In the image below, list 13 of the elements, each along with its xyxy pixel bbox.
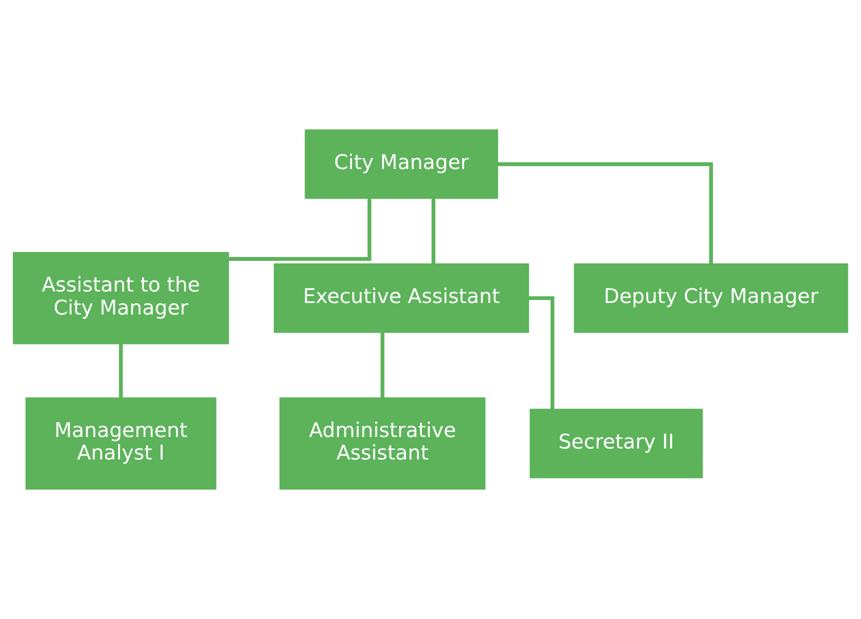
node-box: Administrative Assistant bbox=[279, 397, 486, 490]
node-box: Assistant to the City Manager bbox=[12, 252, 229, 344]
connector bbox=[498, 162, 713, 264]
connector bbox=[228, 198, 372, 261]
node-box: Management Analyst I bbox=[25, 397, 216, 490]
connector bbox=[528, 296, 554, 410]
node-box: City Manager bbox=[304, 129, 498, 199]
connector bbox=[119, 344, 123, 398]
node-box: Deputy City Manager bbox=[574, 263, 848, 333]
node-box: Secretary II bbox=[530, 408, 703, 478]
connector bbox=[380, 332, 384, 398]
node-box: Executive Assistant bbox=[274, 263, 530, 333]
connector bbox=[432, 198, 436, 264]
